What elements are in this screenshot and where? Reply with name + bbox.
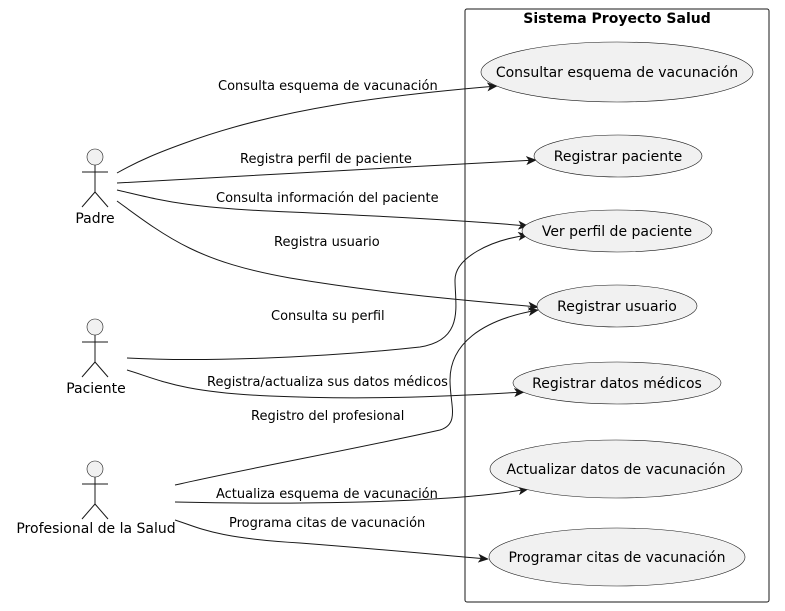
- association-profesional-actualizar-datos: [174, 486, 529, 504]
- association-paciente-registrar-datos: [126, 369, 525, 399]
- actor-icon: [81, 318, 109, 378]
- association-paciente-ver-perfil: [126, 231, 529, 361]
- association-label: Registro del profesional: [251, 409, 404, 424]
- actor-padre[interactable]: Padre: [75, 148, 115, 227]
- use-case-consultar-esquema[interactable]: Consultar esquema de vacunación: [480, 41, 754, 103]
- association-label: Consulta información del paciente: [216, 191, 439, 206]
- use-case-ver-perfil[interactable]: Ver perfil de paciente: [521, 209, 713, 253]
- association-padre-ver-perfil: [116, 189, 529, 230]
- actor-label: Paciente: [66, 381, 126, 397]
- association-label: Registra usuario: [274, 235, 380, 250]
- association-label: Registra perfil de paciente: [240, 152, 412, 167]
- association-padre-registrar-paciente: [116, 156, 537, 184]
- association-padre-registrar-usuario: [116, 200, 539, 311]
- association-label: Consulta su perfil: [271, 309, 385, 324]
- use-case-label: Programar citas de vacunación: [508, 550, 725, 566]
- association-label: Consulta esquema de vacunación: [218, 79, 438, 94]
- use-case-registrar-usuario[interactable]: Registrar usuario: [536, 284, 698, 328]
- system-title: Sistema Proyecto Salud: [523, 11, 711, 27]
- association-label: Programa citas de vacunación: [229, 516, 425, 531]
- actor-label: Padre: [75, 211, 114, 227]
- actor-label: Profesional de la Salud: [16, 521, 175, 537]
- association-profesional-registrar-usuario: [174, 307, 539, 486]
- actor-paciente[interactable]: Paciente: [66, 318, 126, 397]
- use-case-actualizar-datos[interactable]: Actualizar datos de vacunación: [489, 439, 743, 499]
- association-padre-consultar-esquema: [116, 82, 498, 174]
- use-case-registrar-datos[interactable]: Registrar datos médicos: [512, 361, 722, 405]
- association-label: Actualiza esquema de vacunación: [216, 487, 438, 502]
- actor-icon: [81, 148, 109, 208]
- actor-profesional-salud[interactable]: Profesional de la Salud: [16, 460, 176, 537]
- use-case-label: Ver perfil de paciente: [542, 224, 692, 240]
- use-case-label: Consultar esquema de vacunación: [496, 65, 738, 81]
- association-label: Registra/actualiza sus datos médicos: [207, 375, 448, 390]
- association-labels: Consulta esquema de vacunación Registra …: [207, 79, 448, 531]
- use-case-registrar-paciente[interactable]: Registrar paciente: [533, 134, 703, 178]
- associations: [116, 82, 539, 563]
- association-profesional-programar-citas: [174, 519, 489, 563]
- actor-icon: [81, 460, 109, 520]
- use-case-programar-citas[interactable]: Programar citas de vacunación: [488, 527, 746, 587]
- use-case-label: Registrar datos médicos: [532, 376, 702, 392]
- use-case-label: Actualizar datos de vacunación: [506, 462, 725, 478]
- use-case-label: Registrar usuario: [557, 299, 677, 315]
- use-case-label: Registrar paciente: [554, 149, 682, 165]
